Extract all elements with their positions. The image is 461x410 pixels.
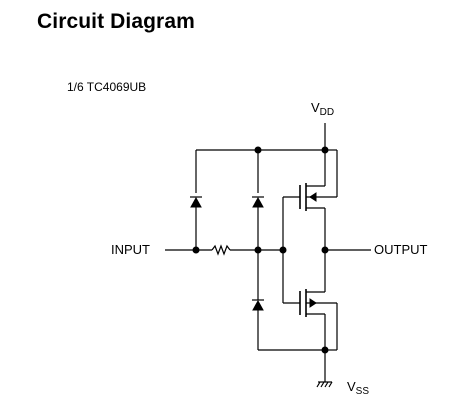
nmos-body-arrow (309, 298, 317, 308)
page-title: Circuit Diagram (37, 10, 195, 33)
device-label: 1/6 TC4069UB (67, 80, 147, 94)
junction-dot-mid-node (254, 246, 262, 254)
junction-dot-top-right (321, 146, 329, 154)
vss-label: VSS (347, 379, 369, 397)
ground-icon (316, 381, 333, 388)
junction-dot-input (192, 246, 200, 254)
input-label: INPUT (111, 242, 150, 257)
nmos-transistor (283, 289, 338, 350)
ground-hatch-4 (328, 381, 333, 388)
ground-hatch-1 (316, 381, 321, 388)
vss-label-sub: SS (355, 386, 370, 397)
vdd-label-main: V (311, 100, 320, 115)
ground-hatch-3 (324, 381, 329, 388)
vdd-label: VDD (311, 100, 334, 118)
junction-dot-gate (279, 246, 287, 254)
mid-lower-diode (252, 299, 264, 311)
mid-upper-diode (252, 196, 264, 208)
mid-upper-diode-triangle (252, 196, 264, 208)
input-resistor (211, 244, 231, 256)
pmos-body-arrow (309, 192, 317, 202)
vss-label-main: V (347, 379, 356, 394)
mid-lower-diode-triangle (252, 299, 264, 311)
junction-dot-output (321, 246, 329, 254)
output-label: OUTPUT (374, 242, 428, 257)
left-diode-triangle (190, 196, 202, 208)
junction-dot-bottom (321, 346, 329, 354)
left-diode (190, 196, 202, 208)
junction-dot-top-mid (254, 146, 262, 154)
ground-hatch-2 (320, 381, 325, 388)
vdd-label-sub: DD (319, 107, 335, 118)
pmos-transistor (283, 150, 338, 211)
